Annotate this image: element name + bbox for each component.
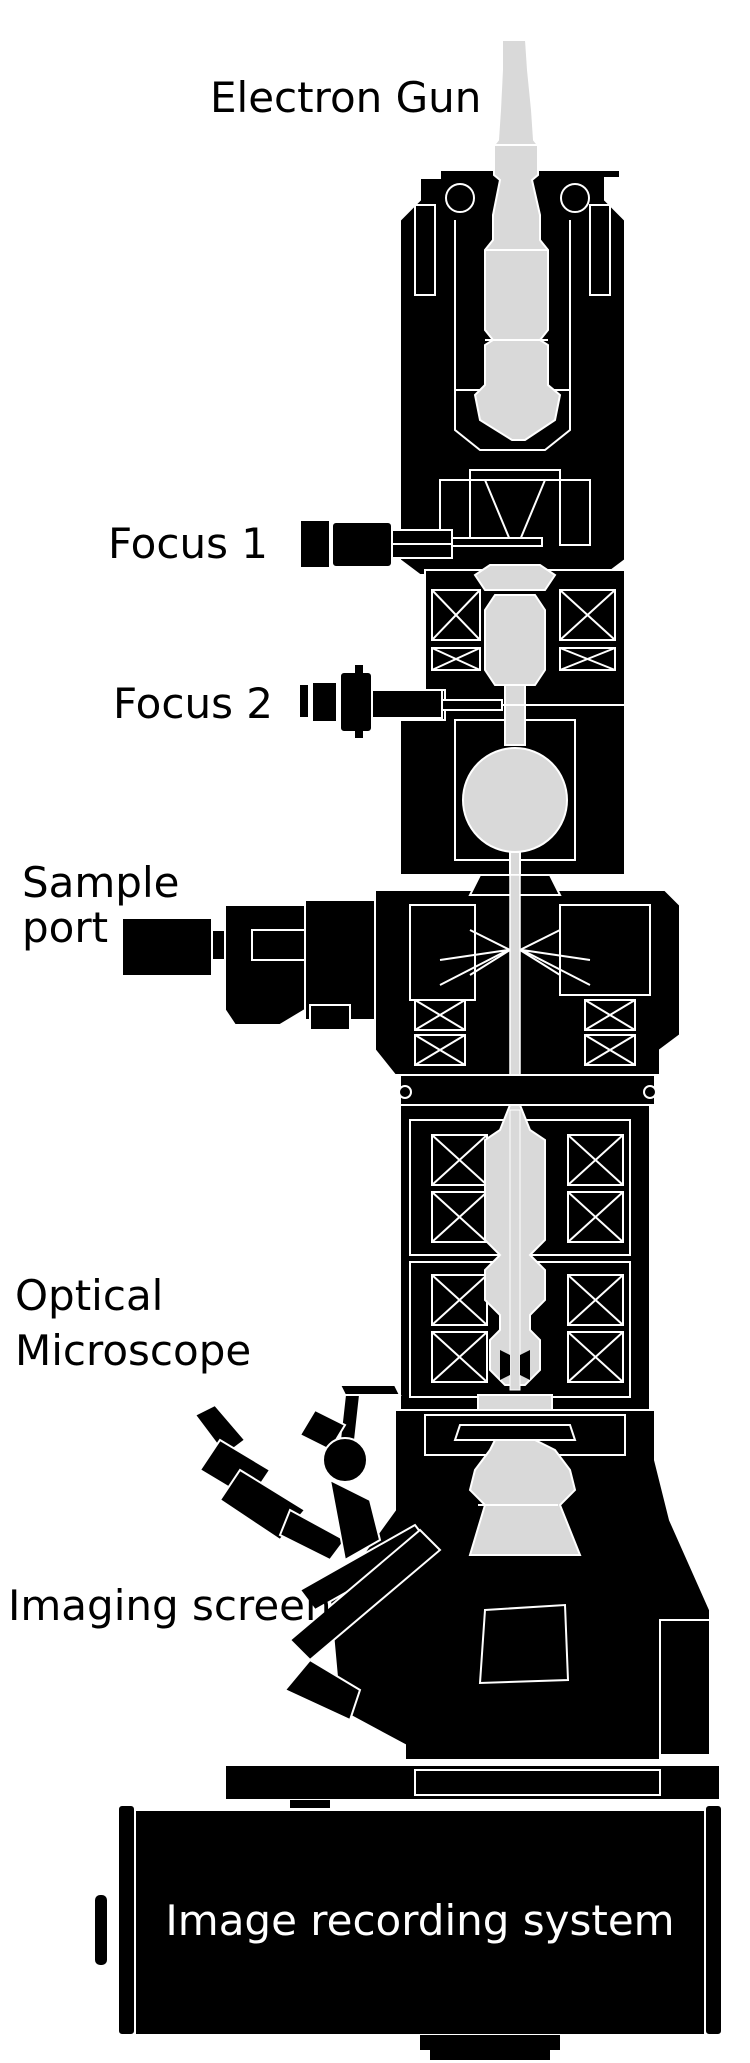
condenser-coil-upper-left — [431, 589, 481, 641]
label-optical-microscope-line2: Microscope — [15, 1326, 251, 1375]
condenser-coil-upper-right — [559, 589, 616, 641]
projector-coils-upper — [431, 1134, 624, 1243]
focus-1-knob[interactable] — [299, 519, 543, 569]
condenser-coil-lower-left — [431, 647, 481, 671]
imaging-chamber-beam — [468, 1439, 582, 1556]
objective-coil-right — [584, 999, 636, 1066]
imaging-screen-window — [478, 1603, 570, 1685]
label-focus-1: Focus 1 — [108, 519, 268, 568]
label-sample-port-line2: port — [22, 903, 108, 952]
label-focus-2: Focus 2 — [113, 679, 273, 728]
intermediate-chamber — [394, 689, 626, 893]
label-electron-gun: Electron Gun — [210, 73, 481, 122]
focus-2-knob[interactable] — [300, 665, 503, 738]
objective-coil-left — [414, 999, 466, 1066]
projector-lens-assembly — [399, 1104, 651, 1411]
condenser-coil-lower-right — [559, 647, 616, 671]
optical-microscope[interactable] — [193, 1384, 402, 1562]
label-sample-port-line1: Sample — [22, 858, 179, 907]
condenser-lens-assembly — [424, 564, 626, 716]
viewing-chamber — [283, 1409, 711, 1761]
label-image-recording-system: Image recording system — [165, 1896, 674, 1945]
electron-gun-assembly — [399, 39, 626, 576]
label-optical-microscope-line1: Optical — [15, 1271, 163, 1320]
image-recording-system: Image recording system — [95, 1764, 723, 2060]
label-imaging-screen: Imaging screen — [8, 1581, 332, 1630]
objective-lens-assembly — [374, 874, 681, 1106]
beam-chamber-sphere — [462, 747, 568, 853]
projector-coils-lower — [431, 1274, 624, 1383]
sample-port[interactable] — [121, 899, 376, 1031]
